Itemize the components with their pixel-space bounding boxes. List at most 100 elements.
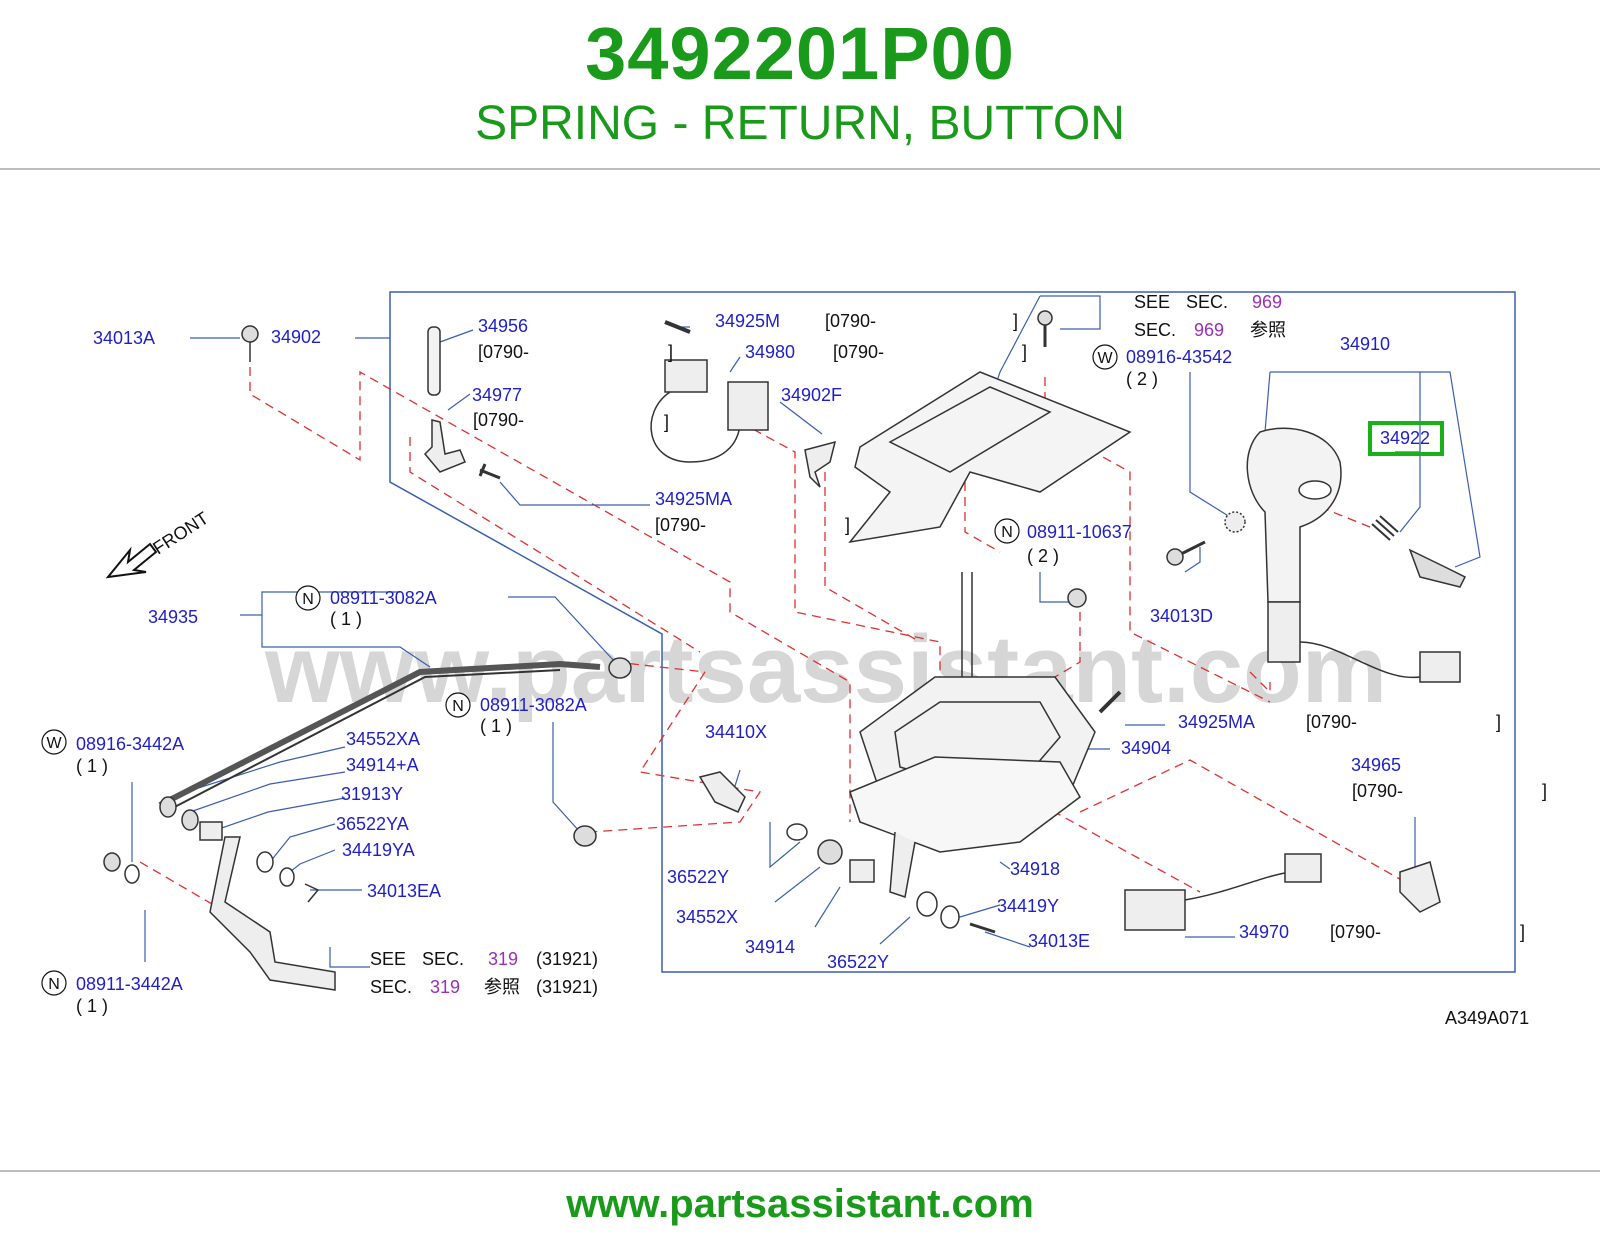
link-sec-969-jp[interactable]: 969: [1194, 320, 1224, 340]
nut-08911-3442a: [103, 852, 121, 872]
washer-34013d: [1224, 511, 1246, 533]
callout-34552x[interactable]: 34552X: [676, 907, 738, 927]
callout-34980[interactable]: 34980: [745, 342, 795, 362]
callout-34914a[interactable]: 34914+A: [346, 755, 419, 775]
callout-34013d[interactable]: 34013D: [1150, 606, 1213, 626]
note-sec-969: SEC.: [1186, 292, 1228, 312]
screw-34925ma-left: [478, 463, 501, 480]
note-34970-date: [0790-: [1330, 922, 1381, 942]
front-label: FRONT: [149, 508, 212, 559]
callout-31913y[interactable]: 31913Y: [341, 784, 403, 804]
callout-34925ma-right[interactable]: 34925MA: [1178, 712, 1255, 732]
nut-08911-3082a-upper: [608, 657, 632, 679]
callout-34013e[interactable]: 34013E: [1028, 931, 1090, 951]
callout-34965[interactable]: 34965: [1351, 755, 1401, 775]
callout-08911-10637[interactable]: 08911-10637: [1027, 522, 1132, 542]
callout-34925ma-left[interactable]: 34925MA: [655, 489, 732, 509]
callout-34013ea[interactable]: 34013EA: [367, 881, 441, 901]
gasket-34918: [849, 756, 1081, 853]
note-34980-date: [0790-: [833, 342, 884, 362]
callout-34013a[interactable]: 34013A: [93, 328, 155, 348]
callout-34977[interactable]: 34977: [472, 385, 522, 405]
note-34925ma-right-close: ]: [1496, 712, 1501, 732]
footer-link[interactable]: www.partsassistant.com: [566, 1182, 1034, 1226]
section-notes: SEE SEC. 969 SEC. 969 参照 SEE SEC. 319 (3…: [370, 292, 1286, 997]
marker-n-4-letter: N: [48, 976, 60, 993]
callout-34902f[interactable]: 34902F: [781, 385, 842, 405]
note-sec-319: SEC.: [422, 949, 464, 969]
marker-n-2: [295, 585, 321, 611]
bushing-34552xa: [159, 796, 177, 818]
callout-34970[interactable]: 34970: [1239, 922, 1289, 942]
callout-34410x[interactable]: 34410X: [705, 722, 767, 742]
callout-36522y-bottom[interactable]: 36522Y: [827, 952, 889, 972]
note-34977-close: ]: [664, 412, 669, 432]
lever-34977: [423, 419, 466, 473]
button-part: [1408, 548, 1467, 588]
page-header: 3492201P00 SPRING - RETURN, BUTTON: [0, 0, 1600, 172]
marker-n-3-letter: N: [452, 698, 464, 715]
callout-34419y[interactable]: 34419Y: [997, 896, 1059, 916]
front-arrow-icon: [105, 542, 158, 579]
spring-34922: [1371, 515, 1399, 541]
pin-34013e: [969, 922, 996, 934]
qty-08916-3442a: ( 1 ): [76, 756, 108, 776]
note-31921: (31921): [536, 949, 598, 969]
highlight-box: [1368, 421, 1444, 456]
screw-34925m: [664, 320, 691, 334]
callout-34918[interactable]: 34918: [1010, 859, 1060, 879]
callout-labels: 34013A 34902 34956 34977 34925M 34980 34…: [76, 311, 1430, 994]
link-sec-319-jp[interactable]: 319: [430, 977, 460, 997]
callout-34910[interactable]: 34910: [1340, 334, 1390, 354]
note-34925ma-left-date: [0790-: [655, 515, 706, 535]
callout-34552xa[interactable]: 34552XA: [346, 729, 420, 749]
rod-34935: [158, 660, 601, 808]
bushing-34914a: [181, 809, 199, 831]
callout-34419ya[interactable]: 34419YA: [342, 840, 415, 860]
marker-w-1-letter: W: [1097, 350, 1113, 367]
callout-08911-3442a[interactable]: 08911-3442A: [76, 974, 183, 994]
callout-34902[interactable]: 34902: [271, 327, 321, 347]
washer-36522ya: [256, 851, 274, 873]
callout-34956[interactable]: 34956: [478, 316, 528, 336]
pin-34956: [427, 326, 441, 396]
note-34925m-date: [0790-: [825, 311, 876, 331]
link-sec-969[interactable]: 969: [1252, 292, 1282, 312]
marker-w-2: [41, 729, 67, 755]
nut-08911-10637: [1067, 588, 1087, 608]
note-34980-close: ]: [1022, 342, 1027, 362]
frame-outline: [389, 291, 1516, 973]
callout-36522y-left[interactable]: 36522Y: [667, 867, 729, 887]
switch-34970: [1124, 889, 1186, 931]
assembly-lines: [139, 367, 1406, 933]
washer-36522y-a: [786, 823, 808, 841]
qty-08911-3082a-lower: ( 1 ): [480, 716, 512, 736]
collar-31913y: [199, 821, 223, 841]
callout-34935[interactable]: 34935: [148, 607, 198, 627]
note-34956-date: [0790-: [478, 342, 529, 362]
bracket-34410x: [698, 771, 746, 813]
nut-08911-3082a-lower: [573, 825, 597, 847]
washer-08916-3442a: [124, 864, 140, 884]
screw-34925ma-right: [1098, 690, 1122, 714]
part-description: SPRING - RETURN, BUTTON: [475, 97, 1125, 150]
link-sec-319[interactable]: 319: [488, 949, 518, 969]
note-see-969: SEE: [1134, 292, 1170, 312]
callout-08911-3082a-upper[interactable]: 08911-3082A: [330, 588, 437, 608]
marker-n-3: [445, 692, 471, 718]
part-drawings: [103, 310, 1467, 991]
callout-08916-3442a[interactable]: 08916-3442A: [76, 734, 184, 754]
note-34965-close: ]: [1542, 781, 1547, 801]
callout-34914[interactable]: 34914: [745, 937, 795, 957]
washer-34419ya: [279, 867, 295, 887]
callout-34922[interactable]: 34922: [1380, 428, 1430, 448]
callout-08916-43542[interactable]: 08916-43542: [1126, 347, 1232, 367]
qty-08911-3082a-upper: ( 1 ): [330, 609, 362, 629]
callout-08911-3082a-lower[interactable]: 08911-3082A: [480, 695, 587, 715]
callout-34925m[interactable]: 34925M: [715, 311, 780, 331]
marker-w-1: [1092, 344, 1118, 370]
callout-36522ya[interactable]: 36522YA: [336, 814, 409, 834]
indicator-cover: [848, 371, 1132, 544]
callout-34904[interactable]: 34904: [1121, 738, 1171, 758]
washer-36522y-b: [916, 891, 938, 917]
